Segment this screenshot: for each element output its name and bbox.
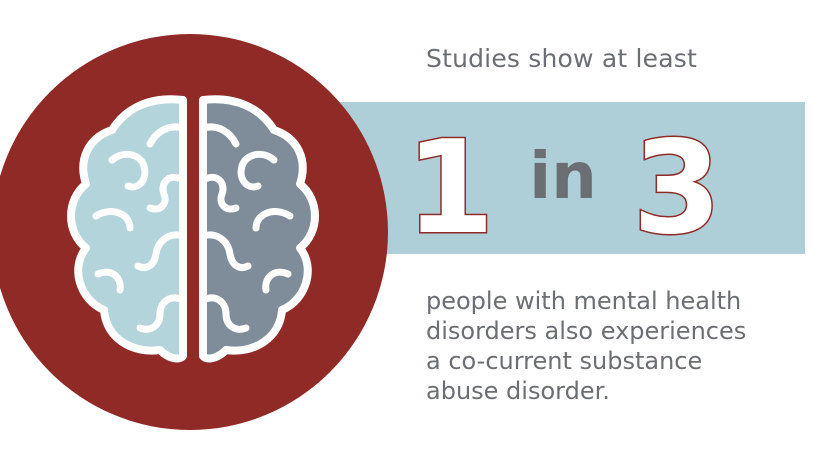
description-line: abuse disorder. <box>426 377 610 405</box>
description-line: a co-current substance <box>426 347 703 375</box>
description-line: disorders also experiences <box>426 317 747 345</box>
description-line: people with mental health <box>426 287 742 315</box>
lead-text: Studies show at least <box>426 44 697 73</box>
stat-denominator: 3 <box>632 114 721 263</box>
brain-circle <box>0 34 388 430</box>
stat-numerator: 1 <box>405 114 494 263</box>
brain-icon <box>67 95 319 363</box>
stat-description: people with mental health disorders also… <box>426 286 816 406</box>
stat-connector: in <box>529 140 597 214</box>
